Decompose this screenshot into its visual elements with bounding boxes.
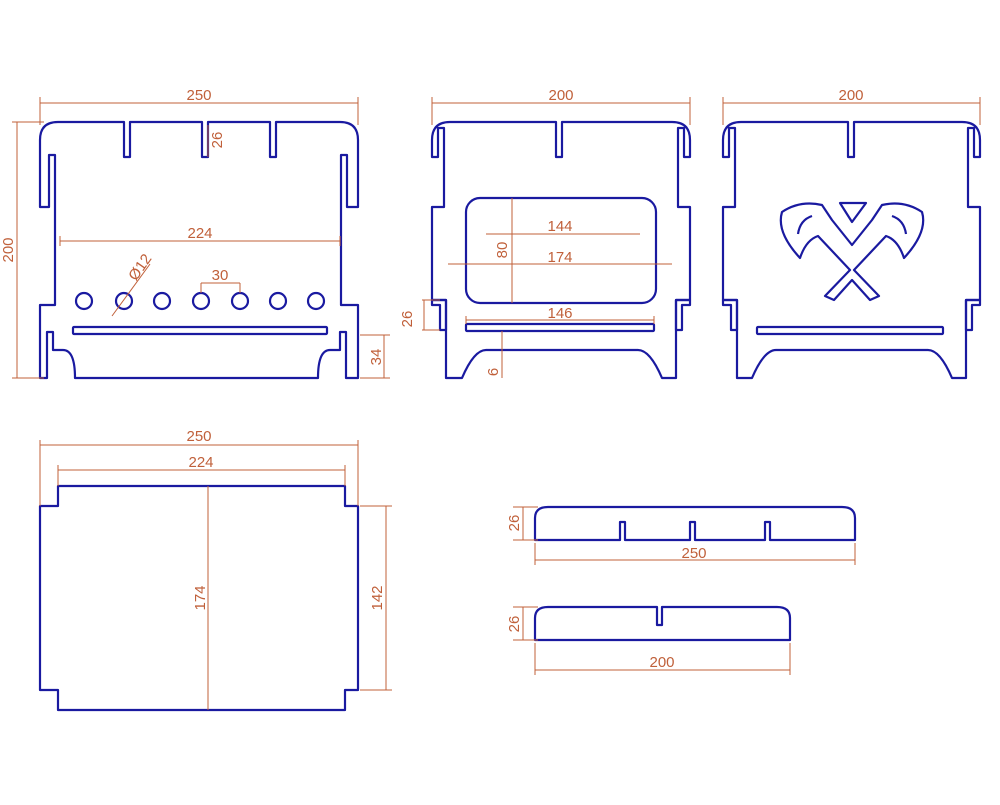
dim-lower-slot-height: 26 bbox=[399, 311, 416, 328]
dim-plate-width: 250 bbox=[186, 428, 211, 445]
long-bar-view: 26 250 bbox=[506, 505, 857, 565]
side-panel-crossbar-slot bbox=[71, 325, 329, 336]
dim-long-bar-height: 26 bbox=[506, 515, 523, 532]
back-panel-outline bbox=[721, 120, 982, 380]
bottom-plate-view: 250 224 174 142 bbox=[38, 428, 392, 712]
front-panel-window bbox=[464, 196, 658, 305]
dim-long-bar-length: 250 bbox=[681, 545, 706, 562]
short-bar-dimensions: 26 200 bbox=[506, 606, 791, 675]
dim-short-bar-height: 26 bbox=[506, 616, 523, 633]
dim-hole-diameter: Ø12 bbox=[125, 251, 155, 284]
long-bar-outline bbox=[533, 505, 857, 542]
short-bar-view: 26 200 bbox=[506, 605, 792, 675]
back-panel-lower-slots bbox=[721, 298, 982, 332]
dim-plate-height: 174 bbox=[192, 585, 209, 610]
dim-side-height: 200 bbox=[0, 237, 17, 262]
dim-hole-pitch: 30 bbox=[212, 267, 229, 284]
short-bar-outline bbox=[533, 605, 792, 642]
bottom-plate-dimensions: 250 224 174 142 bbox=[39, 428, 392, 710]
dim-leg-height: 34 bbox=[368, 349, 385, 366]
back-panel-view: 200 bbox=[721, 87, 982, 380]
air-hole bbox=[74, 291, 94, 311]
dim-plate-inner-width: 224 bbox=[188, 454, 213, 471]
dim-front-width: 200 bbox=[548, 87, 573, 104]
side-panel-view: 250 200 26 224 Ø12 30 34 bbox=[0, 87, 390, 380]
dim-window-top-width: 144 bbox=[547, 218, 572, 235]
air-hole bbox=[191, 291, 211, 311]
air-hole bbox=[152, 291, 172, 311]
dim-plate-inner-height: 142 bbox=[369, 585, 386, 610]
dim-bar-thickness: 6 bbox=[485, 368, 502, 376]
back-panel-crossbar-slot bbox=[755, 325, 945, 336]
dim-back-width: 200 bbox=[838, 87, 863, 104]
crossed-axes-icon bbox=[779, 201, 925, 302]
dim-short-bar-length: 200 bbox=[649, 654, 674, 671]
front-panel-dimensions: 200 144 80 174 26 146 6 bbox=[399, 87, 691, 378]
front-panel-view: 200 144 80 174 26 146 6 bbox=[399, 87, 692, 380]
dim-side-width: 250 bbox=[186, 87, 211, 104]
air-hole bbox=[230, 291, 250, 311]
dim-bar-width: 146 bbox=[547, 305, 572, 322]
long-bar-dimensions: 26 250 bbox=[506, 506, 856, 565]
dim-window-height: 80 bbox=[494, 242, 511, 259]
dim-side-inner-width: 224 bbox=[187, 225, 212, 242]
air-hole bbox=[306, 291, 326, 311]
air-hole bbox=[114, 291, 134, 311]
back-panel-dimensions: 200 bbox=[722, 87, 981, 125]
dim-window-width: 174 bbox=[547, 249, 572, 266]
front-panel-crossbar-slot bbox=[464, 322, 656, 333]
side-panel-holes bbox=[74, 291, 326, 311]
side-panel-outline bbox=[38, 120, 360, 380]
air-hole bbox=[268, 291, 288, 311]
dim-slot-depth: 26 bbox=[209, 132, 226, 149]
